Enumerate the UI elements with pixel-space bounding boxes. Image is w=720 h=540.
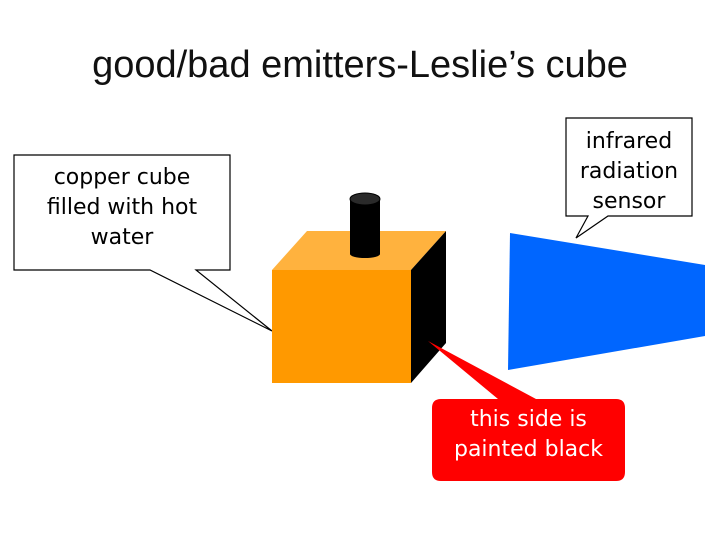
sensor-callout-line-3: sensor [592,189,666,214]
black-side-callout-text: this side is painted black [432,405,625,465]
stopper-body [350,199,380,254]
black-side-callout-box [428,341,625,481]
stopper-bottom [350,250,380,258]
stopper-top [349,192,381,206]
sensor-callout [565,117,693,239]
sensor-callout-line-2: radiation [579,159,679,184]
slide-title: good/bad emitters-Leslie’s cube [92,44,628,86]
sensor-callout-text: infrared radiation sensor [566,127,692,217]
copper-callout-line-1: copper cube [53,165,191,190]
infrared-sensor [508,233,705,370]
copper-callout-line-3: water [90,225,154,250]
black-side-callout [428,341,625,481]
cube-front-face [272,270,411,383]
sensor-callout-line-1: infrared [585,129,673,154]
copper-callout-box [13,154,273,332]
sensor-callout-box [565,117,693,239]
cube-stopper [349,192,381,258]
cube-black-side [411,231,446,383]
black-side-callout-line-2: painted black [453,437,603,462]
copper-callout-text: copper cube filled with hot water [14,163,230,253]
copper-callout-line-2: filled with hot [46,195,198,220]
copper-cube-callout [13,154,273,332]
black-side-callout-line-1: this side is [470,407,587,432]
